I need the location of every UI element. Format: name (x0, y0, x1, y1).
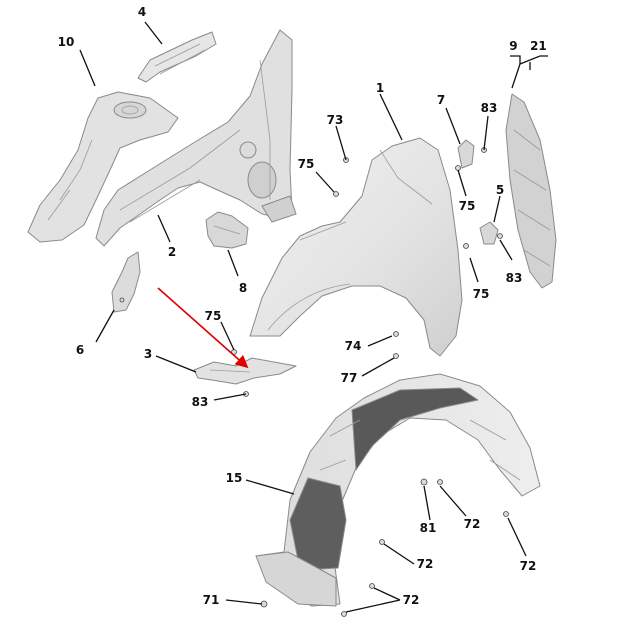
part-7-bracket (457, 139, 475, 169)
callout-75-d: 75 (205, 309, 222, 323)
callout-10: 10 (58, 35, 75, 49)
callout-7: 7 (437, 93, 445, 107)
callout-75-c: 75 (473, 287, 490, 301)
part-5-bracket (479, 221, 499, 245)
callout-83-c: 83 (192, 395, 209, 409)
part-6-lower-bracket (111, 251, 141, 313)
callout-2: 2 (168, 245, 176, 259)
callout-72-c: 72 (520, 559, 537, 573)
callout-81: 81 (420, 521, 437, 535)
callout-72-b: 72 (417, 557, 434, 571)
callout-72-a: 72 (464, 517, 481, 531)
part-4-bracket (137, 31, 217, 83)
callout-3: 3 (144, 347, 152, 361)
highlight-arrow (157, 287, 249, 369)
part-2-side-member (95, 29, 297, 247)
callout-75-a: 75 (298, 157, 315, 171)
callout-labels: 1 2 3 4 5 6 7 8 9 21 10 15 71 72 72 72 7… (58, 5, 547, 607)
part-9-21-side-panel (505, 93, 557, 289)
callout-74: 74 (345, 339, 362, 353)
callout-71: 71 (203, 593, 220, 607)
callout-83-b: 83 (506, 271, 523, 285)
part-10-strut-tower (27, 91, 179, 243)
callout-8: 8 (239, 281, 247, 295)
part-8-bracket (205, 211, 249, 249)
callout-73: 73 (327, 113, 344, 127)
callout-75-b: 75 (459, 199, 476, 213)
callout-72-d: 72 (403, 593, 420, 607)
fasteners (231, 147, 509, 617)
leader-lines (79, 21, 548, 613)
callout-15: 15 (226, 471, 243, 485)
callout-6: 6 (76, 343, 84, 357)
callout-83-a: 83 (481, 101, 498, 115)
callout-77: 77 (341, 371, 358, 385)
callout-9-21: 9 21 (509, 39, 547, 53)
part-15-wheel-arch-liner (255, 373, 541, 607)
callout-1: 1 (376, 81, 384, 95)
callout-4: 4 (138, 5, 146, 19)
part-3-lower-support (193, 357, 297, 385)
callout-5: 5 (496, 183, 504, 197)
part-1-front-fender (249, 137, 463, 357)
